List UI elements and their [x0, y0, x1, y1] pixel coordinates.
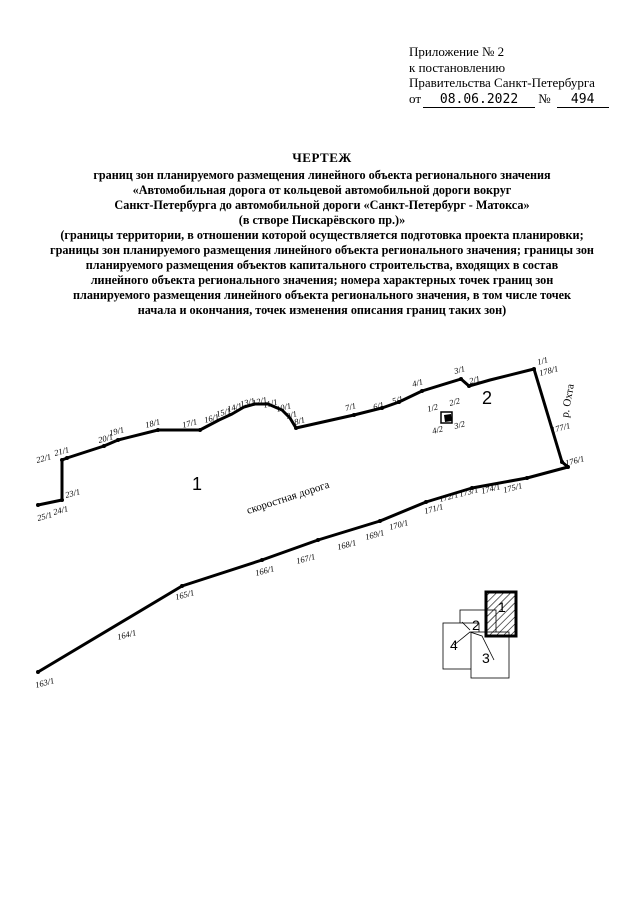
pt-7-1: 7/1	[344, 400, 357, 412]
pt-173-1: 173/1	[458, 484, 479, 499]
appendix-block: Приложение № 2 к постановлению Правитель…	[409, 44, 609, 108]
inset-label-3: 3	[482, 650, 490, 666]
pt-176-1: 176/1	[564, 453, 585, 468]
pt-18-1: 18/1	[144, 416, 161, 430]
pt-164-1: 164/1	[116, 627, 137, 642]
pt-16-1: 16/1	[203, 411, 220, 425]
river-label: р. Охта	[559, 383, 577, 419]
boundary-point-markers	[36, 367, 570, 674]
drawing-title: ЧЕРТЕЖ	[292, 150, 352, 165]
pt-4-2: 4/2	[431, 423, 445, 436]
pt-169-1: 169/1	[364, 527, 385, 542]
header-line-1: границ зон планируемого размещения линей…	[93, 168, 551, 182]
drawing-header: ЧЕРТЕЖ границ зон планируемого размещени…	[20, 150, 624, 318]
pt-2-2: 2/2	[448, 395, 462, 408]
pt-17-1: 17/1	[181, 416, 198, 430]
pt-24-1: 24/1	[52, 503, 69, 517]
zone1-north-boundary	[37, 367, 570, 674]
header-line-9: планируемого размещения линейного объект…	[72, 288, 572, 302]
pt-1-2: 1/2	[426, 401, 440, 414]
zone2-square	[444, 414, 452, 422]
pt-21-1: 21/1	[53, 444, 70, 458]
inset-label-2: 2	[472, 617, 480, 633]
header-line-8: линейного объекта регионального значения…	[90, 273, 554, 287]
appendix-line3: Правительства Санкт-Петербурга	[409, 75, 595, 90]
pt-9-1: 9/1	[285, 408, 298, 420]
pt-4-1: 4/1	[411, 376, 424, 388]
pt-13-1: 13/1	[239, 395, 256, 409]
header-line-6: границы зон планируемого размещения лине…	[50, 243, 594, 257]
pt-163-1: 163/1	[34, 675, 55, 690]
pt-11-1: 11/1	[262, 397, 279, 410]
inset-label-1: 1	[498, 599, 506, 615]
pt-19-1: 19/1	[108, 424, 125, 438]
pt-25-1: 25/1	[36, 509, 53, 523]
pt-3-2: 3/2	[452, 418, 467, 431]
inset-label-4: 4	[450, 637, 458, 653]
pt-166-1: 166/1	[254, 563, 275, 578]
pt-8-1: 8/1	[293, 414, 306, 426]
pt-171-1: 171/1	[423, 501, 444, 516]
appendix-line1: Приложение № 2	[409, 44, 505, 59]
number-value: 494	[556, 92, 609, 108]
header-line-4: (в створе Пискарёвского пр.)»	[238, 213, 406, 227]
point-labels: 1/1 3/1 2/1 4/1 5/1 6/1 7/1 8/1 9/1 10/1…	[34, 354, 585, 689]
key-plan-inset: 1 2 3 4	[442, 590, 518, 679]
date-value: 08.06.2022	[423, 92, 536, 108]
pt-178-1: 178/1	[538, 363, 559, 378]
pt-12-1: 12/1	[251, 394, 268, 408]
pt-23-1: 23/1	[64, 486, 81, 500]
header-line-10: начала и окончания, точек изменения опис…	[137, 303, 507, 317]
header-line-7: планируемого размещения объектов капитал…	[85, 258, 559, 272]
pt-2-1: 2/1	[468, 373, 481, 385]
pt-22-1: 22/1	[35, 451, 52, 465]
pt-15-1: 15/1	[215, 405, 232, 419]
pt-167-1: 167/1	[295, 551, 316, 566]
date-prefix: от	[409, 90, 422, 106]
header-line-3: Санкт-Петербурга до автомобильной дороги…	[114, 198, 530, 212]
number-prefix: №	[538, 90, 551, 106]
road-label: скоростная дорога	[245, 479, 331, 517]
pt-14-1: 14/1	[226, 400, 243, 414]
pt-3-1: 3/1	[452, 363, 466, 376]
appendix-line2: к постановлению	[409, 59, 506, 75]
pt-6-1: 6/1	[372, 399, 385, 411]
pt-1-1: 1/1	[536, 354, 549, 366]
pt-168-1: 168/1	[336, 537, 357, 552]
zone2-outline	[440, 411, 453, 424]
zone2-label: 2	[482, 388, 492, 408]
pt-165-1: 165/1	[174, 587, 195, 602]
header-line-5: (границы территории, в отношении которой…	[60, 228, 584, 242]
pt-10-1: 10/1	[275, 400, 292, 414]
pt-172-1: 172/1	[438, 489, 459, 504]
header-line-2: «Автомобильная дорога от кольцевой автом…	[132, 183, 512, 197]
pt-175-1: 175/1	[502, 480, 523, 495]
pt-170-1: 170/1	[388, 517, 409, 532]
pt-174-1: 174/1	[480, 481, 501, 496]
pt-5-1: 5/1	[391, 393, 404, 405]
pt-20-1: 20/1	[97, 431, 114, 445]
pt-177-1: 177/1	[550, 420, 571, 435]
zone1-label: 1	[192, 474, 202, 494]
